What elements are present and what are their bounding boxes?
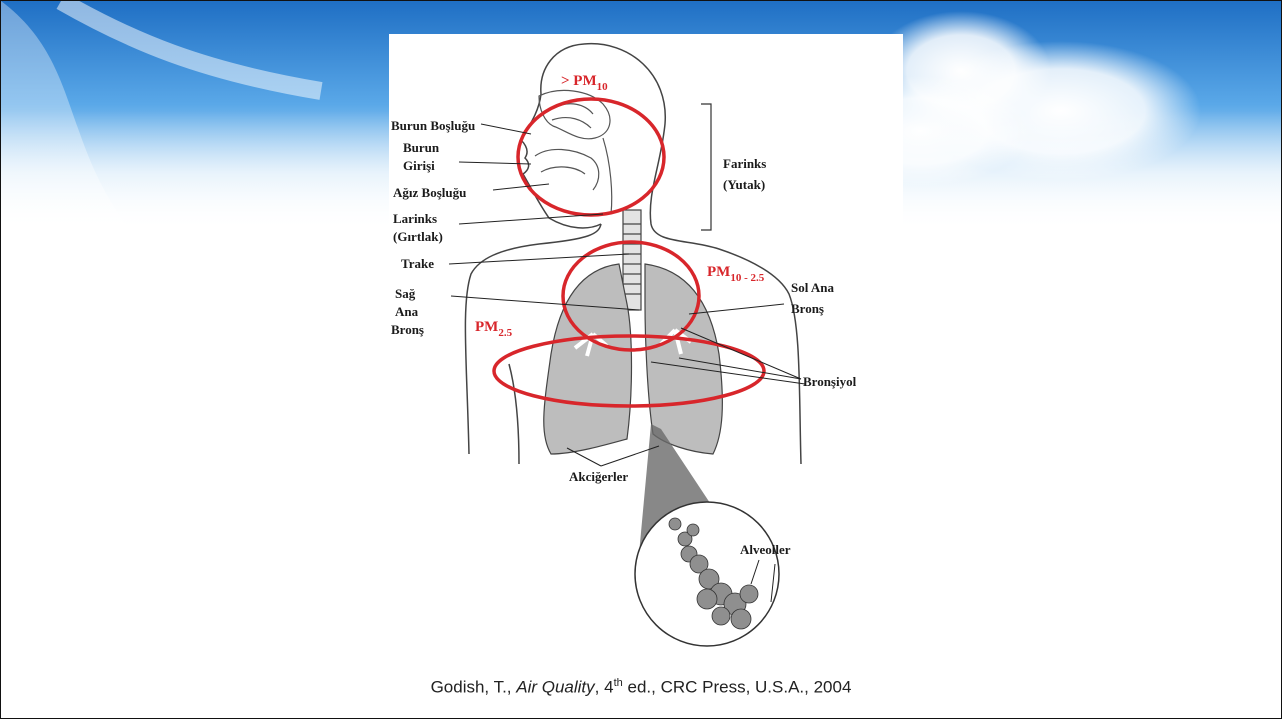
pm-upper-prefix: > PM	[561, 73, 597, 89]
label-bronchiole: Bronşiyol	[803, 374, 857, 389]
label-pharynx-line2: (Yutak)	[723, 177, 765, 192]
label-oral-cavity: Ağız Boşluğu	[393, 185, 466, 200]
pharynx-bracket	[701, 104, 711, 230]
label-right-bronchus-line1: Sağ	[395, 286, 416, 301]
citation-caption: Godish, T., Air Quality, 4th ed., CRC Pr…	[1, 677, 1281, 698]
caption-edition-suffix: th	[614, 677, 623, 689]
pm10-upper-airway-highlight	[518, 99, 664, 215]
label-pharynx-line1: Farinks	[723, 156, 766, 171]
pm-lower-prefix: PM	[475, 319, 498, 335]
label-left-bronchus-line2: Bronş	[791, 301, 824, 316]
respiratory-figure: > PM10 PM10 - 2.5 PM2.5 Burun Boşluğu Bu…	[389, 34, 903, 661]
caption-publisher: ed., CRC Press, U.S.A., 2004	[623, 678, 852, 697]
label-right-bronchus-line3: Bronş	[391, 322, 424, 337]
caption-title: Air Quality	[516, 678, 594, 697]
label-alveoli: Alveoller	[740, 542, 791, 557]
respiratory-diagram: > PM10 PM10 - 2.5 PM2.5 Burun Boşluğu Bu…	[389, 34, 903, 661]
pm-upper-subscript: 10	[597, 81, 609, 93]
pm-middle-prefix: PM	[707, 264, 730, 280]
label-nostril-line1: Burun	[403, 140, 440, 155]
label-larynx-line1: Larinks	[393, 211, 437, 226]
label-nostril-line2: Girişi	[403, 158, 435, 173]
label-larynx-line2: (Gırtlak)	[393, 229, 443, 244]
caption-author: Godish, T.,	[431, 678, 517, 697]
label-lungs: Akciğerler	[569, 469, 628, 484]
pm-lower-label: PM2.5	[475, 319, 513, 339]
label-trachea: Trake	[401, 256, 434, 271]
label-left-bronchus-line1: Sol Ana	[791, 280, 834, 295]
pm-middle-subscript: 10 - 2.5	[730, 272, 764, 284]
label-nasal-cavity: Burun Boşluğu	[391, 118, 475, 133]
label-right-bronchus-line2: Ana	[395, 304, 419, 319]
pm-lower-subscript: 2.5	[498, 327, 512, 339]
caption-edition: , 4	[595, 678, 614, 697]
pm-middle-label: PM10 - 2.5	[707, 264, 765, 284]
